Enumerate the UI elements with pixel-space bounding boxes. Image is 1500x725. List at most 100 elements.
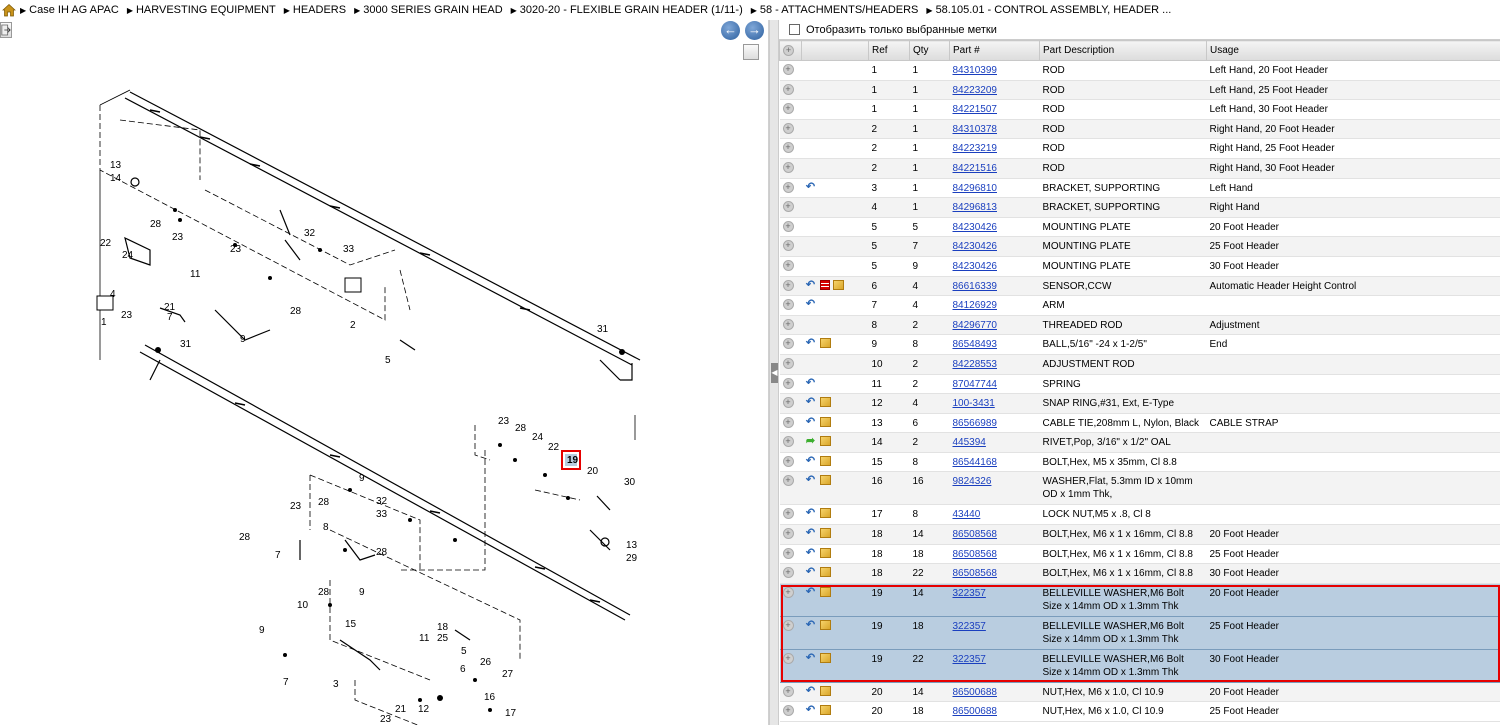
pane-splitter[interactable]: ◀ [769, 20, 779, 725]
row-expand-cell[interactable]: + [779, 138, 802, 159]
part-number-link[interactable]: 84126929 [952, 300, 998, 312]
plus-circle-icon[interactable]: + [782, 436, 794, 448]
breadcrumb-item[interactable]: 3020-20 - FLEXIBLE GRAIN HEADER (1/11-) [511, 4, 743, 16]
callout-label[interactable]: 7 [167, 312, 173, 323]
callout-label[interactable]: 6 [460, 664, 466, 675]
part-number-link[interactable]: 86566989 [952, 417, 998, 429]
export-button[interactable] [0, 22, 12, 38]
callout-label[interactable]: 22 [548, 442, 560, 453]
callout-label[interactable]: 7 [275, 550, 281, 561]
expand-all-header[interactable]: + [779, 40, 802, 61]
row-expand-cell[interactable]: + [779, 413, 802, 434]
callout-label[interactable]: 32 [304, 228, 316, 239]
row-expand-cell[interactable]: + [779, 524, 802, 545]
package-icon[interactable] [819, 567, 831, 578]
callout-label[interactable]: 20 [587, 466, 599, 477]
plus-circle-icon[interactable]: + [782, 377, 794, 389]
row-expand-cell[interactable]: + [779, 256, 802, 277]
plus-circle-icon[interactable]: + [782, 475, 794, 487]
row-expand-cell[interactable]: + [779, 99, 802, 120]
reply-arrow-icon[interactable]: ↶ [805, 527, 816, 540]
row-expand-cell[interactable]: + [779, 334, 802, 355]
breadcrumb-item[interactable]: 58.105.01 - CONTROL ASSEMBLY, HEADER ... [926, 4, 1171, 16]
part-number-link[interactable]: 322357 [952, 653, 986, 665]
row-expand-cell[interactable]: + [779, 178, 802, 199]
callout-label[interactable]: 32 [376, 496, 388, 507]
callout-label[interactable]: 26 [480, 657, 492, 668]
row-expand-cell[interactable]: + [779, 432, 802, 453]
row-expand-cell[interactable]: + [779, 119, 802, 140]
part-number-link[interactable]: 84296810 [952, 182, 998, 194]
part-number-link[interactable]: 86508568 [952, 548, 998, 560]
callout-label[interactable]: 17 [505, 708, 517, 719]
package-icon[interactable] [819, 475, 831, 486]
row-expand-cell[interactable]: + [779, 295, 802, 316]
row-expand-cell[interactable]: + [779, 374, 802, 395]
row-expand-cell[interactable]: + [779, 80, 802, 101]
callout-label[interactable]: 4 [110, 289, 116, 300]
package-icon[interactable] [819, 586, 831, 597]
column-header-ref[interactable]: Ref [868, 40, 910, 61]
part-number-link[interactable]: 86500688 [952, 686, 998, 698]
callout-label[interactable]: 23 [121, 310, 133, 321]
row-expand-cell[interactable]: + [779, 276, 802, 297]
package-icon[interactable] [819, 338, 831, 349]
reply-arrow-icon[interactable]: ↶ [805, 651, 816, 664]
part-number-link[interactable]: 84296813 [952, 202, 998, 214]
plus-circle-icon[interactable]: + [782, 64, 794, 75]
prev-page-button[interactable]: ← [721, 21, 740, 40]
callout-label[interactable]: 24 [122, 250, 134, 261]
reply-arrow-icon[interactable]: ↶ [805, 298, 816, 311]
plus-circle-icon[interactable]: + [782, 705, 794, 717]
row-expand-cell[interactable]: + [779, 544, 802, 565]
package-icon[interactable] [819, 416, 831, 427]
row-expand-cell[interactable]: + [779, 354, 802, 375]
callout-label[interactable]: 23 [230, 244, 242, 255]
reply-arrow-icon[interactable]: ↶ [805, 415, 816, 428]
collapse-handle[interactable]: ◀ [771, 363, 778, 383]
reply-arrow-icon[interactable]: ↶ [805, 507, 816, 520]
callout-label[interactable]: 15 [345, 619, 357, 630]
callout-label[interactable]: 31 [597, 324, 609, 335]
plus-circle-icon[interactable]: + [782, 567, 794, 579]
reply-arrow-icon[interactable]: ↶ [805, 396, 816, 409]
callout-label[interactable]: 11 [190, 269, 201, 280]
callout-label[interactable]: 3 [333, 679, 339, 690]
callout-label[interactable]: 28 [150, 219, 162, 230]
callout-label[interactable]: 5 [385, 355, 391, 366]
plus-circle-icon[interactable]: + [782, 181, 794, 193]
callout-label[interactable]: 28 [318, 497, 330, 508]
row-expand-cell[interactable]: + [779, 158, 802, 179]
plus-circle-icon[interactable]: + [782, 455, 794, 467]
callout-label[interactable]: 11 [419, 633, 430, 644]
plus-circle-icon[interactable]: + [782, 619, 794, 631]
callout-label[interactable]: 22 [100, 238, 112, 249]
part-number-link[interactable]: 322357 [952, 587, 986, 599]
reply-arrow-icon[interactable]: ↶ [805, 337, 816, 350]
callout-label[interactable]: 23 [498, 416, 510, 427]
part-number-link[interactable]: 86508568 [952, 529, 998, 541]
reply-arrow-icon[interactable]: ↶ [805, 278, 816, 291]
part-number-link[interactable]: 84296770 [952, 319, 998, 331]
part-number-link[interactable]: 86544168 [952, 456, 998, 468]
callout-label[interactable]: 23 [172, 232, 184, 243]
callout-2[interactable] [344, 277, 362, 293]
callout-label[interactable]: 28 [515, 423, 527, 434]
callout-label[interactable]: 5 [461, 646, 467, 657]
breadcrumb-item[interactable]: 3000 SERIES GRAIN HEAD [354, 4, 503, 16]
reply-arrow-icon[interactable]: ↶ [805, 376, 816, 389]
